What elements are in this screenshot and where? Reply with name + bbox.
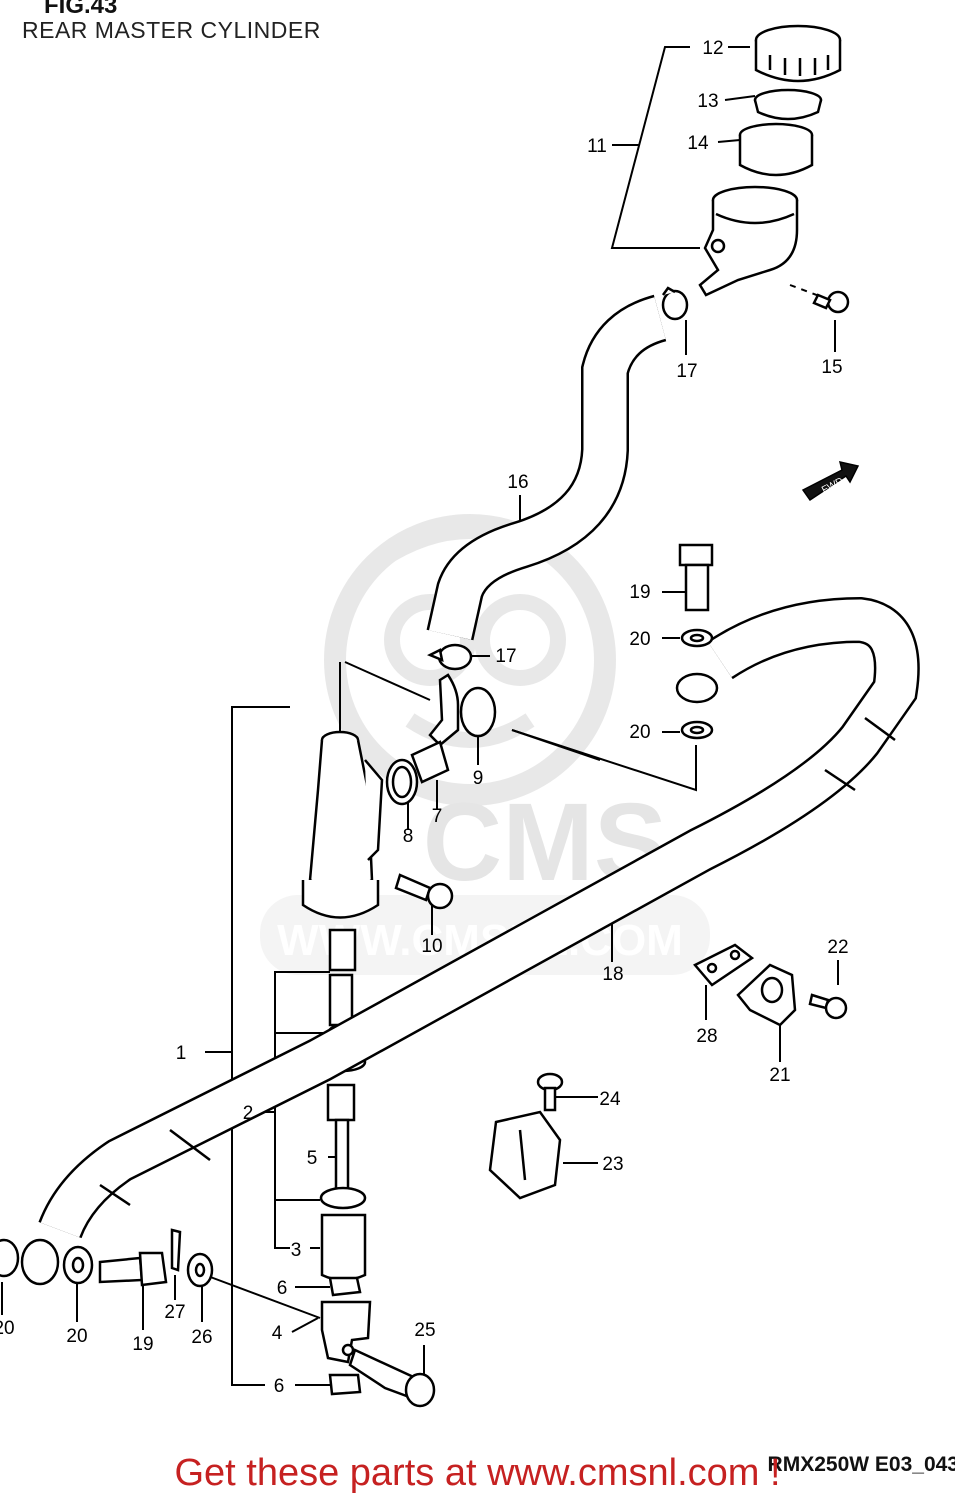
part-washer-lower-right — [62, 1245, 94, 1285]
part-union-bolt-upper — [678, 543, 714, 612]
callout-22: 22 — [827, 937, 848, 958]
callout-16: 16 — [507, 472, 528, 493]
part-screw-10 — [394, 873, 454, 910]
part-reservoir-hose — [426, 294, 668, 641]
callout-6-upper: 6 — [277, 1278, 288, 1299]
callout-7: 7 — [432, 806, 443, 827]
callout-12: 12 — [702, 38, 723, 59]
part-diaphragm — [738, 122, 814, 177]
page-title: REAR MASTER CYLINDER — [22, 17, 321, 43]
callout-20-lower-right: 20 — [66, 1326, 87, 1347]
part-washer-26 — [186, 1252, 214, 1288]
part-reservoir — [698, 185, 799, 297]
callout-19-upper: 19 — [629, 582, 650, 603]
callout-26: 26 — [191, 1327, 212, 1348]
part-banjo-lower — [20, 1238, 60, 1286]
fwd-arrow-icon: FWD — [801, 461, 860, 502]
callout-28: 28 — [696, 1026, 717, 1047]
callout-23: 23 — [602, 1154, 623, 1175]
callout-20-upper-b: 20 — [629, 722, 650, 743]
callout-numbers: 12 13 14 11 17 15 16 19 20 20 17 9 7 8 1… — [0, 38, 849, 1397]
part-guide-23 — [488, 1110, 562, 1200]
callout-5: 5 — [307, 1148, 318, 1169]
callout-20-upper-a: 20 — [629, 629, 650, 650]
part-o-ring — [385, 758, 419, 806]
part-reservoir-screw — [812, 290, 850, 314]
callout-8: 8 — [403, 826, 414, 847]
promo-banner-link[interactable]: Get these parts at www.cmsnl.com ! — [174, 1452, 781, 1494]
callout-17-lower: 17 — [495, 646, 516, 667]
callout-17-upper: 17 — [676, 361, 697, 382]
part-washer-upper-a — [680, 628, 714, 648]
callout-11: 11 — [587, 136, 607, 157]
part-boot — [320, 1213, 367, 1282]
callout-18: 18 — [602, 964, 623, 985]
part-clevis-pin — [348, 1348, 436, 1408]
callout-9: 9 — [473, 768, 484, 789]
part-master-cylinder — [301, 730, 384, 919]
drawing-code: RMX250W E03_043 — [767, 1453, 955, 1476]
part-plate-28 — [693, 943, 755, 987]
callout-3: 3 — [291, 1240, 302, 1261]
part-banjo-upper — [675, 672, 719, 704]
part-guide-21 — [736, 963, 797, 1027]
callout-25: 25 — [414, 1320, 435, 1341]
part-hose-clamp-lower — [426, 643, 473, 671]
callout-10: 10 — [421, 936, 442, 957]
callout-21: 21 — [769, 1065, 790, 1086]
part-screw-24 — [536, 1072, 564, 1112]
part-union-bolt-lower — [98, 1251, 168, 1287]
part-brake-hose — [38, 596, 920, 1239]
callout-2: 2 — [243, 1103, 254, 1124]
part-screw-22 — [808, 993, 848, 1020]
part-clevis — [320, 1300, 372, 1364]
part-nut-lower — [328, 1373, 362, 1396]
part-cotter-pin — [170, 1228, 182, 1272]
part-washer-lower-left — [0, 1238, 20, 1278]
part-washer-upper-b — [680, 720, 714, 740]
part-hose-clamp-upper — [661, 286, 689, 321]
callout-20-lower-left: 20 — [0, 1318, 15, 1339]
callout-1: 1 — [176, 1043, 187, 1064]
callout-6-lower: 6 — [274, 1376, 285, 1397]
callout-27: 27 — [164, 1302, 185, 1323]
callout-15: 15 — [821, 357, 842, 378]
callout-24: 24 — [599, 1089, 621, 1110]
figure-number: FIG.43 — [44, 0, 118, 19]
part-nut-upper — [328, 1276, 362, 1297]
callout-19-lower: 19 — [132, 1334, 153, 1355]
callout-14: 14 — [687, 133, 709, 154]
part-reservoir-cap — [754, 24, 842, 83]
callout-13: 13 — [697, 91, 718, 112]
watermark-mascot-icon — [324, 514, 616, 806]
part-diaphragm-plate — [753, 88, 823, 121]
callout-4: 4 — [272, 1323, 283, 1344]
part-hose-joint — [410, 673, 497, 784]
